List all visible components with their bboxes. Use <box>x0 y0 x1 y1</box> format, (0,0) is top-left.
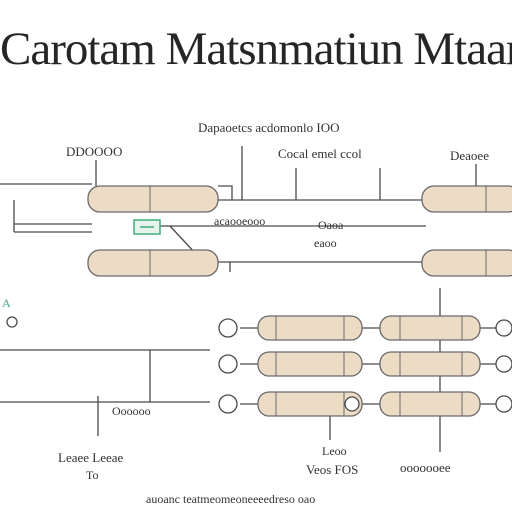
label-top-right: Deaoee <box>450 148 489 163</box>
bus-bend-2 <box>169 225 197 255</box>
module-upper-right-2 <box>421 249 512 277</box>
module-upper-left-1 <box>87 185 219 213</box>
terminal-right-2 <box>495 355 512 373</box>
terminal-left-3 <box>218 394 238 414</box>
label-bottom-mid-2: Veos FOS <box>306 462 359 477</box>
module-lower-b2 <box>379 351 481 377</box>
label-mid-center: acaooeooo <box>214 214 266 228</box>
label-left-mark: A <box>2 296 11 310</box>
terminal-far-left <box>6 316 18 328</box>
module-lower-a3 <box>257 391 363 417</box>
terminal-mid-1 <box>344 396 360 412</box>
module-lower-b1 <box>379 315 481 341</box>
label-mid-center-2: Oaoa <box>318 218 344 232</box>
label-mid-center-3: eaoo <box>314 236 337 250</box>
terminal-left-2 <box>218 354 238 374</box>
label-bottom-mid: Leoo <box>322 444 347 458</box>
module-upper-right-1 <box>421 185 512 213</box>
module-lower-a1 <box>257 315 363 341</box>
terminal-left-1 <box>218 318 238 338</box>
bus-bend <box>218 185 233 200</box>
label-top-center: Dapaoetcs acdomonlo IOO <box>198 120 340 135</box>
label-bottom-left: Leaee Leeae <box>58 450 124 465</box>
terminal-right-3 <box>495 395 512 413</box>
label-top-mid: Cocal emel ccol <box>278 146 362 161</box>
module-lower-a2 <box>257 351 363 377</box>
label-bottom-left-2: To <box>86 468 99 482</box>
footer-caption: auoanc teatmeomeoneeeedreso oao <box>146 492 316 506</box>
label-left-mid: Oooooo <box>112 404 151 418</box>
module-upper-left-2 <box>87 249 219 277</box>
terminal-right-1 <box>495 319 512 337</box>
label-top-left: DDOOOO <box>66 144 123 159</box>
label-bottom-right: ooooooee <box>400 460 451 475</box>
diagram-title: Carotam Matsnmatiun Mtaar <box>0 23 512 75</box>
module-lower-b3 <box>379 391 481 417</box>
